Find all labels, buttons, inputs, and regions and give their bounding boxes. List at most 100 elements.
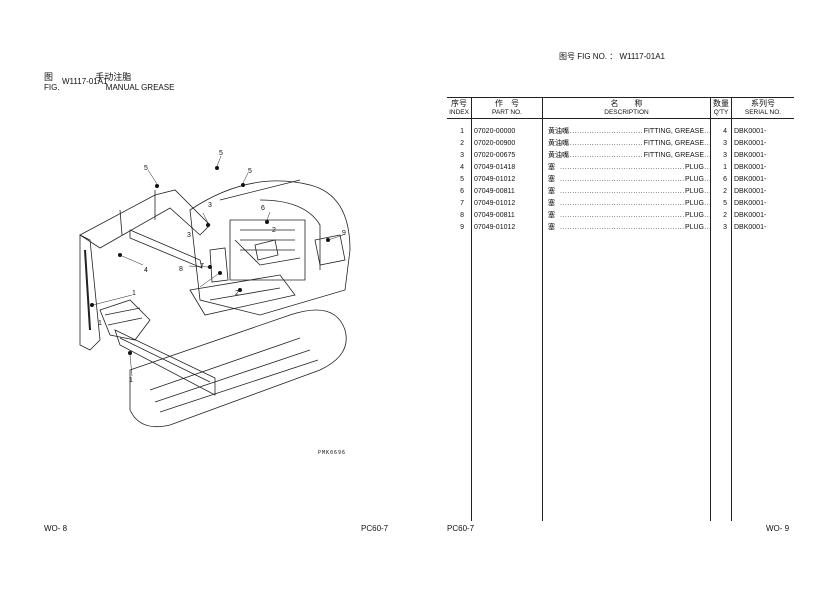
description-en-cell: FITTING, GREASE: [642, 150, 704, 162]
table-row: 9 07049-01012 塞...........................…: [447, 222, 794, 234]
qty-cell: 5: [723, 200, 727, 207]
leader-dots: ........................................…: [560, 224, 710, 231]
callout-5a: 5: [144, 165, 148, 172]
title-en: MANUAL GREASE: [105, 83, 175, 92]
drawing-code: PMK0696: [318, 450, 347, 456]
leader-dots: ........................................…: [560, 200, 710, 207]
part-no-cell: 07049-01012: [474, 224, 516, 231]
fig-no-value: W1117-01A1: [619, 52, 665, 61]
leader-dots: ........................................…: [560, 152, 710, 159]
qty-cell: 3: [723, 224, 727, 231]
callout-3b: 3: [187, 232, 191, 239]
callout-1c: 1: [129, 377, 133, 384]
callout-4: 4: [144, 267, 148, 274]
part-no-cell: 07049-01012: [474, 176, 516, 183]
right-fig-number: 图号 FIG NO. ： W1117-01A1: [559, 51, 665, 62]
grease-fittings: [90, 166, 330, 355]
index-cell: 5: [460, 176, 464, 183]
leader-dots: ........................................…: [560, 128, 710, 135]
index-cell: 9: [460, 224, 464, 231]
callout-5b: 5: [219, 150, 223, 157]
callout-1a: 1: [132, 290, 136, 297]
arm: [79, 234, 101, 351]
index-cell: 7: [460, 200, 464, 207]
description-cn-cell: 黄油嘴: [548, 140, 569, 147]
part-no-cell: 07020-00000: [474, 128, 516, 135]
description-cn-cell: 塞: [548, 176, 555, 183]
description-cn-cell: 塞: [548, 164, 555, 171]
serial-cell: DBK0001-: [734, 140, 767, 147]
description-en-cell: PLUG: [683, 174, 704, 186]
table-row: 8 07049-00811 塞...........................…: [447, 210, 794, 222]
table-row: 6 07049-00811 塞...........................…: [447, 186, 794, 198]
qty-cell: 3: [723, 152, 727, 159]
callout-2b: 2: [235, 290, 239, 297]
serial-cell: DBK0001-: [734, 164, 767, 171]
excavator-diagram: 5 5 5 3 3 6 2 9 4 8 7 1 2 1 1: [79, 150, 351, 428]
serial-cell: DBK0001-: [734, 188, 767, 195]
part-no-cell: 07049-01012: [474, 200, 516, 207]
track-outline: [129, 309, 347, 428]
blade: [114, 329, 216, 396]
qty-cell: 2: [723, 212, 727, 219]
index-cell: 3: [460, 152, 464, 159]
cab-frame: [229, 219, 306, 281]
description-en-cell: PLUG: [683, 198, 704, 210]
description-cn-cell: 黄油嘴: [548, 152, 569, 159]
boom: [79, 189, 211, 249]
description-cn-cell: 塞: [548, 212, 555, 219]
serial-cell: DBK0001-: [734, 200, 767, 207]
index-cell: 4: [460, 164, 464, 171]
left-page-number: WO- 8: [44, 524, 68, 533]
index-cell: 1: [460, 128, 464, 135]
table-row: 7 07049-01012 塞...........................…: [447, 198, 794, 210]
description-en-cell: PLUG: [683, 186, 704, 198]
fig-number: W1117-01A1: [62, 77, 108, 86]
description-cn-cell: 塞: [548, 200, 555, 207]
callout-2a: 2: [272, 227, 276, 234]
description-cn-cell: 塞: [548, 188, 555, 195]
right-model: PC60-7: [447, 524, 475, 533]
callout-8: 8: [179, 266, 183, 273]
serial-cell: DBK0001-: [734, 128, 767, 135]
callout-5c: 5: [248, 168, 252, 175]
serial-cell: DBK0001-: [734, 176, 767, 183]
description-cn-cell: 塞: [548, 224, 555, 231]
part-no-cell: 07049-01418: [474, 164, 516, 171]
qty-cell: 3: [723, 140, 727, 147]
leader-dots: ........................................…: [560, 188, 710, 195]
index-cell: 6: [460, 188, 464, 195]
upper-body: [189, 180, 351, 316]
leader-dots: ........................................…: [560, 212, 710, 219]
callout-1b: 1: [98, 320, 102, 327]
fig-label-en: FIG.: [44, 83, 60, 92]
part-no-cell: 07049-00811: [474, 212, 515, 219]
part-no-cell: 07020-00900: [474, 140, 516, 147]
description-en-cell: FITTING, GREASE: [642, 126, 704, 138]
index-cell: 8: [460, 212, 464, 219]
qty-cell: 6: [723, 176, 727, 183]
serial-cell: DBK0001-: [734, 212, 767, 219]
qty-cell: 2: [723, 188, 727, 195]
leader-dots: ........................................…: [560, 140, 710, 147]
title-cn: 手动注脂: [95, 72, 132, 82]
fig-no-label-en: FIG NO. ：: [577, 52, 618, 61]
description-en-cell: PLUG: [683, 210, 704, 222]
part-no-cell: 07049-00811: [474, 188, 515, 195]
callout-9: 9: [342, 230, 346, 237]
callout-3a: 3: [208, 202, 212, 209]
part-no-cell: 07020-00675: [474, 152, 516, 159]
fig-no-label-cn: 图号: [559, 52, 575, 61]
description-en-cell: FITTING, GREASE: [642, 138, 704, 150]
description-en-cell: PLUG: [683, 222, 704, 234]
serial-cell: DBK0001-: [734, 152, 767, 159]
callout-6: 6: [261, 205, 265, 212]
left-model: PC60-7: [361, 524, 389, 533]
description-en-cell: PLUG: [683, 162, 704, 174]
table-row: 3 07020-00675 黄油嘴.........................…: [447, 150, 794, 162]
